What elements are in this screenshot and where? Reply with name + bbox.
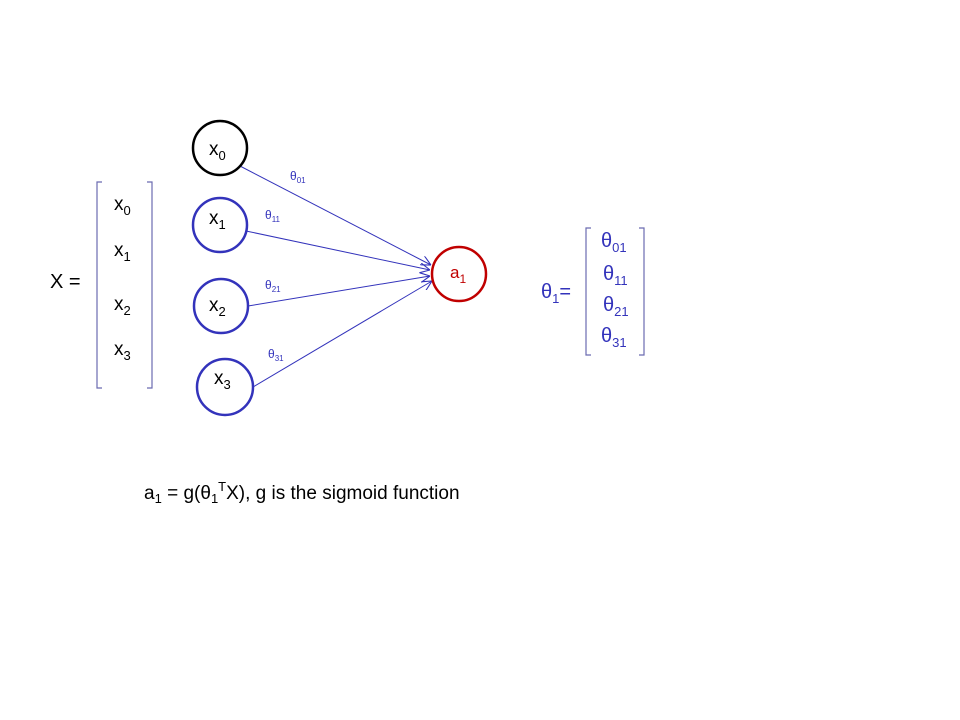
edge-x3-a1 bbox=[252, 281, 432, 388]
right-bracket bbox=[147, 181, 153, 389]
vector-entry-x0: x0 bbox=[114, 194, 131, 218]
output-node: a1 bbox=[430, 245, 488, 303]
weight-label-theta01: θ01 bbox=[290, 169, 306, 185]
theta-entry-11: θ11 bbox=[603, 263, 628, 288]
theta-entry-31: θ31 bbox=[601, 325, 627, 350]
connections bbox=[239, 165, 432, 388]
edge-x0-a1 bbox=[239, 165, 431, 265]
node-x3-label: x3 bbox=[214, 368, 231, 392]
theta-right-bracket bbox=[639, 227, 645, 356]
node-x2-label: x2 bbox=[209, 295, 226, 319]
left-bracket bbox=[96, 181, 102, 389]
input-vector: X = x0 x1 x2 x3 bbox=[50, 181, 153, 389]
theta-vector-label: θ1= bbox=[541, 281, 571, 306]
vector-entry-x3: x3 bbox=[114, 339, 131, 363]
node-a1-label: a1 bbox=[450, 263, 466, 286]
node-x1-label: x1 bbox=[209, 208, 226, 232]
node-x1 bbox=[191, 196, 249, 254]
node-x0-label: x0 bbox=[209, 139, 226, 163]
theta-entry-01: θ01 bbox=[601, 230, 627, 255]
vector-entry-x1: x1 bbox=[114, 240, 131, 264]
theta-left-bracket bbox=[585, 227, 591, 356]
node-x3 bbox=[195, 357, 255, 417]
weight-label-theta31: θ31 bbox=[268, 347, 284, 363]
weight-labels: θ01 θ11 θ21 θ31 bbox=[265, 169, 306, 363]
theta-entry-21: θ21 bbox=[603, 294, 629, 319]
weight-label-theta21: θ21 bbox=[265, 278, 281, 294]
vector-entry-x2: x2 bbox=[114, 294, 131, 318]
activation-formula: a1 = g(θ1TX), g is the sigmoid function bbox=[144, 479, 460, 506]
edge-x1-a1 bbox=[245, 230, 430, 270]
edge-x2-a1 bbox=[247, 276, 430, 307]
node-x2 bbox=[192, 277, 250, 335]
theta-vector: θ1= θ01 θ11 θ21 θ31 bbox=[541, 227, 645, 356]
input-vector-label: X = bbox=[50, 271, 81, 293]
node-a1 bbox=[430, 245, 488, 303]
input-nodes: x0 x1 x2 x3 bbox=[191, 119, 255, 417]
weight-label-theta11: θ11 bbox=[265, 208, 281, 224]
node-x0 bbox=[191, 119, 249, 177]
